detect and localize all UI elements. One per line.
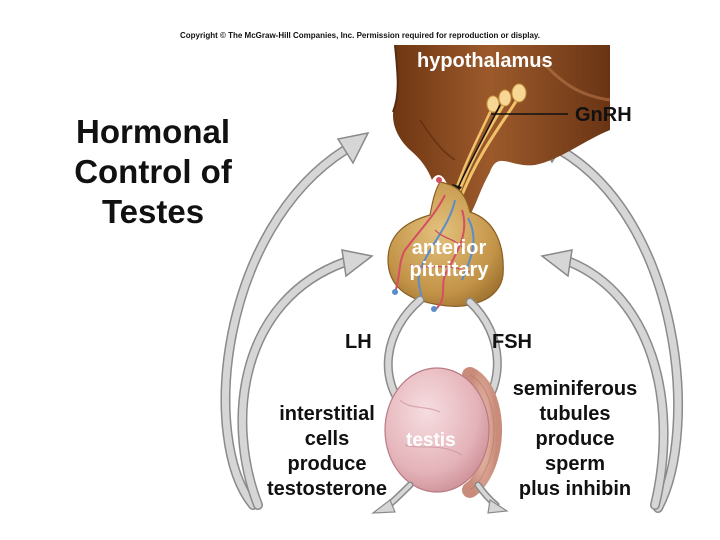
fsh-label: FSH bbox=[492, 331, 532, 353]
gnrh-label: GnRH bbox=[575, 104, 632, 126]
testis-label: testis bbox=[406, 430, 456, 451]
testosterone-release-arrow bbox=[371, 481, 414, 514]
seminiferous-line-5: plus inhibin bbox=[518, 478, 632, 500]
interstitial-line-1: interstitial bbox=[279, 403, 375, 425]
anterior-pituitary-line-2: pituitary bbox=[409, 259, 489, 281]
interstitial-line-2: cells bbox=[304, 428, 350, 450]
seminiferous-line-2: tubules bbox=[539, 403, 611, 425]
anterior-pituitary-label: anterior pituitary bbox=[393, 237, 505, 281]
title-line-3: Testes bbox=[101, 193, 205, 230]
copyright-notice: Copyright © The McGraw-Hill Companies, I… bbox=[179, 31, 541, 40]
feedback-arrow-right-inner bbox=[540, 249, 669, 510]
gnrh-neurons bbox=[452, 83, 527, 196]
hypothalamus-illustration bbox=[392, 44, 611, 215]
anterior-pituitary-illustration bbox=[387, 177, 504, 312]
inhibin-release-arrow bbox=[474, 481, 509, 514]
anterior-pituitary-line-1: anterior bbox=[411, 237, 487, 259]
interstitial-cells-label: interstitial cells produce testosterone bbox=[232, 402, 422, 502]
lh-label: LH bbox=[345, 331, 372, 353]
title-line-2: Control of bbox=[74, 153, 232, 190]
seminiferous-line-1: seminiferous bbox=[512, 378, 638, 400]
seminiferous-line-4: sperm bbox=[544, 453, 606, 475]
seminiferous-tubules-label: seminiferous tubules produce sperm plus … bbox=[486, 377, 664, 502]
feedback-arrow-left-inner bbox=[237, 249, 374, 510]
seminiferous-line-3: produce bbox=[535, 428, 615, 450]
interstitial-line-4: testosterone bbox=[266, 478, 388, 500]
diagram-title: Hormonal Control of Testes bbox=[40, 112, 266, 232]
title-line-1: Hormonal bbox=[75, 113, 230, 150]
feedback-arrow-left-outer bbox=[220, 131, 370, 510]
hypothalamus-label: hypothalamus bbox=[417, 50, 553, 72]
interstitial-line-3: produce bbox=[287, 453, 367, 475]
